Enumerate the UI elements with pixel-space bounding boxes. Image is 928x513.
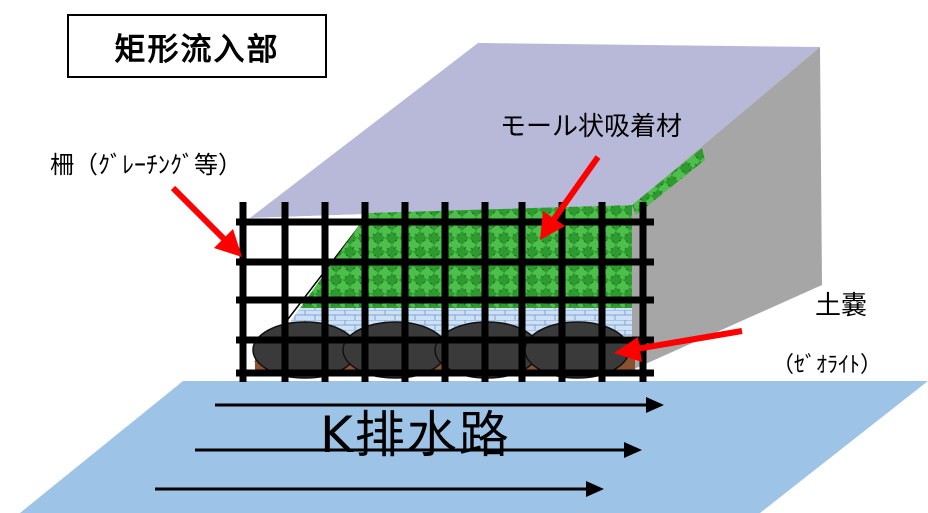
red-pointer-arrow-fence (170, 185, 242, 257)
sandbag-label: 土嚢 (815, 291, 868, 321)
flow-arrow (155, 481, 604, 497)
red-pointer-arrow-adsorbent (540, 155, 601, 240)
zeolite-label: （ｾﾞｵﾗｲﾄ） (772, 353, 883, 378)
box-side-face (632, 47, 822, 370)
grating-fence (236, 202, 654, 382)
title-box: 矩形流入部 (67, 14, 327, 78)
box-top-face (250, 43, 820, 218)
drainage-water-surface (20, 381, 928, 513)
drainage-channel-label: K排水路 (320, 406, 511, 464)
flow-arrow (215, 397, 664, 413)
flow-arrows (155, 397, 664, 497)
mole-adsorbent-label: モール状吸着材 (500, 112, 683, 142)
red-pointer-arrow-sandbag (614, 328, 743, 362)
fence-label: 柵（ｸﾞﾚｰﾁﾝｸﾞ等） (50, 151, 242, 179)
mole-adsorbent-back-strip (632, 148, 705, 215)
flow-arrow (195, 442, 642, 458)
